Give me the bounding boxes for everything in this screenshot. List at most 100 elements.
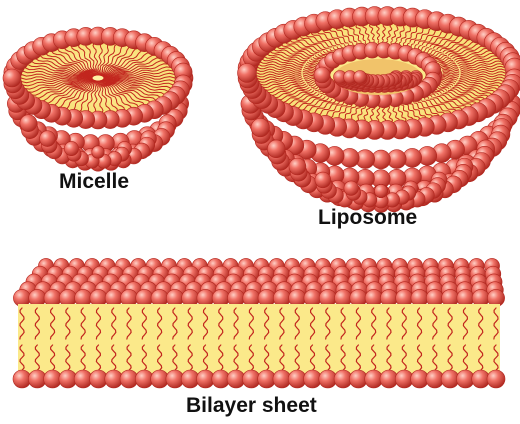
lipid-tail [355, 104, 367, 122]
lipid-tail [103, 63, 170, 78]
lipid-tail [322, 29, 345, 45]
lipid-tail [233, 344, 239, 375]
lipid-tail [413, 27, 433, 44]
lipid-tail [263, 307, 270, 340]
lipid-tail [65, 307, 71, 340]
lipid-tail [103, 76, 176, 80]
lipid-tail [24, 67, 93, 78]
lipid-tail [400, 104, 414, 121]
lipid-tail [65, 344, 71, 375]
lipid-tail [99, 44, 126, 76]
lipid-tail [409, 26, 427, 43]
lipid-tail [381, 105, 387, 123]
liposome-label: Liposome [318, 206, 418, 229]
lipid-tail [387, 105, 394, 123]
lipid-tail [442, 41, 478, 53]
lipid-tail [22, 77, 93, 87]
lipid-tail [460, 73, 506, 78]
lipid-tail [280, 43, 317, 55]
lipid-tail [442, 68, 459, 72]
lipid-tail [85, 42, 99, 76]
lipid-tail [70, 44, 97, 76]
lipid-tail [442, 92, 478, 105]
lipid-tail [429, 33, 458, 48]
headgroup-sphere [250, 118, 270, 138]
lipid-tail [102, 79, 162, 99]
lipid-tail [20, 76, 93, 80]
lipid-tail [101, 49, 146, 77]
lipid-tail [261, 81, 305, 89]
lipid-tail [34, 57, 94, 77]
lipid-tail [103, 77, 176, 83]
lipid-tail [85, 80, 98, 114]
lipid-tail [19, 344, 25, 375]
lipid-tail [316, 100, 341, 116]
lipid-tail [455, 55, 499, 63]
lipid-tail [442, 70, 460, 73]
lipid-tail [416, 307, 423, 340]
lipid-tail [34, 79, 94, 99]
lipid-tail [279, 307, 285, 340]
lipid-tail [432, 35, 463, 49]
lipid-tail [101, 79, 146, 107]
lipid-tail [342, 25, 357, 43]
lipid-tail [437, 59, 454, 65]
lipid-tail [24, 77, 93, 90]
lipid-tail [256, 73, 302, 78]
lipid-tail [349, 104, 362, 121]
lipid-tail [259, 61, 304, 67]
lipid-tail [256, 71, 302, 75]
lipid-tail [457, 57, 501, 65]
lipid-tail [263, 56, 307, 64]
lipid-tail [325, 307, 331, 340]
lipid-tail [452, 86, 493, 96]
lipid-tail [439, 94, 473, 107]
lipid-tail [103, 66, 172, 79]
lipid-tail [440, 64, 458, 69]
lipid-tail [447, 344, 453, 375]
lipid-tail [218, 307, 224, 340]
lipid-tail [20, 73, 93, 79]
lipid-tail [96, 80, 104, 114]
lipid-tail [256, 68, 302, 73]
lipid-tail [395, 24, 407, 42]
lipid-tail [309, 307, 316, 340]
lipid-tail [172, 344, 178, 375]
lipid-tail [101, 79, 152, 104]
lipid-tail [441, 66, 459, 70]
lipid-tail [103, 78, 172, 89]
lipid-tail [202, 307, 209, 340]
bilayer-hydrophobic-core [18, 304, 500, 378]
lipid-tail [294, 344, 300, 375]
lipid-tail [20, 76, 93, 84]
lipid-tail [289, 39, 323, 52]
lipid-tail [30, 60, 94, 77]
lipid-tail [34, 344, 41, 375]
lipid-tail [438, 61, 455, 66]
lipid-tail [269, 50, 310, 60]
lipid-tail [421, 30, 446, 46]
lipid-tail [368, 23, 375, 41]
lipid-tail [442, 73, 460, 76]
lipid-tail [294, 37, 326, 51]
lipid-tail [440, 78, 457, 83]
lipid-tail [381, 23, 386, 41]
lipid-tail [279, 344, 285, 375]
lipid-tail [413, 102, 433, 119]
lipid-tail [100, 46, 133, 76]
lipid-tail [436, 58, 452, 63]
lipid-tail [50, 49, 95, 77]
lipid-tail [92, 42, 100, 76]
lipid-tail [102, 60, 166, 78]
lipid-tail [97, 80, 111, 114]
lipid-tail [103, 72, 176, 80]
lipid-tail [325, 344, 331, 375]
lipid-tail [450, 88, 490, 98]
lipid-tail [454, 84, 496, 93]
lipid-tail [445, 43, 482, 55]
lipid-tail [432, 55, 448, 61]
headgroup-sphere [91, 145, 105, 159]
lipid-tail [459, 77, 504, 83]
lipid-tail [294, 96, 326, 109]
